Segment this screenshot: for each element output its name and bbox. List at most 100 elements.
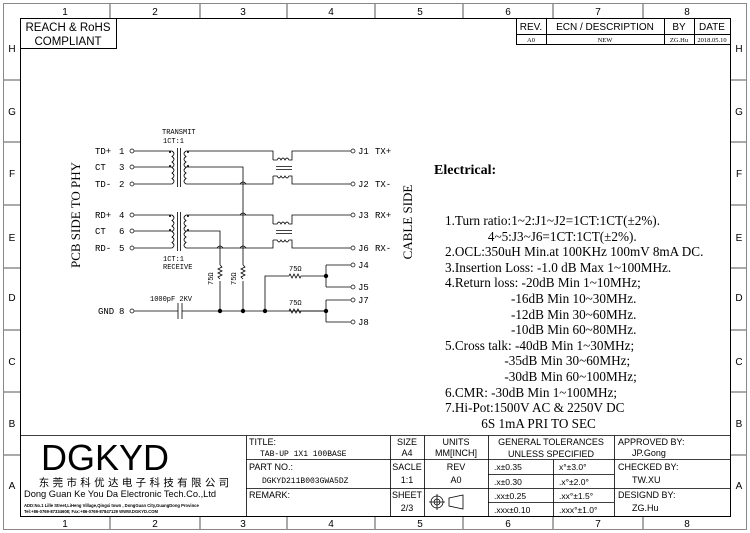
by-header: BY xyxy=(672,22,686,33)
compliance-line1: REACH & RoHS xyxy=(26,22,111,34)
grid-ticks xyxy=(4,4,746,529)
transmit-transformer xyxy=(171,148,187,187)
rev-value: A0 xyxy=(450,475,461,485)
row-label: C xyxy=(735,357,742,368)
pin-number: 3 xyxy=(119,163,124,173)
size-label: SIZE xyxy=(397,437,417,447)
pin-number: 6 xyxy=(119,227,124,237)
tolerance-angular: .xxx°±1.0° xyxy=(559,505,597,515)
pin-number: 5 xyxy=(119,244,124,254)
jack-signal: RX+ xyxy=(375,211,391,221)
by-value: ZG.Hu xyxy=(670,37,689,44)
jack-pin: J1 xyxy=(358,147,369,157)
jack-signal: TX- xyxy=(375,180,391,190)
company-name-cn: 东 莞 市 科 优 达 电 子 科 技 有 限 公 司 xyxy=(39,476,229,489)
electrical-spec-line: 4~5:J3~J6=1CT:1CT(±2%). xyxy=(445,228,637,244)
title-value: TAB-UP 1X1 100BASE xyxy=(260,450,347,459)
electrical-spec-line: 2.OCL:350uH Min.at 100KHz 100mV 8mA DC. xyxy=(445,244,704,260)
company-logo: DGKYD xyxy=(41,437,169,478)
units-label: UNITS xyxy=(443,437,470,447)
junction-dots xyxy=(169,151,329,314)
resistor-75-c xyxy=(288,273,302,279)
pin-name: RD+ xyxy=(95,211,111,221)
ecn-value: NEW xyxy=(598,37,614,44)
col-label: 7 xyxy=(595,7,601,18)
scale-value: 1:1 xyxy=(401,475,414,485)
row-label: H xyxy=(8,44,15,55)
approved-label: APPROVED BY: xyxy=(618,437,685,447)
pin-name: TD+ xyxy=(95,147,111,157)
electrical-spec-line: 4.Return loss: -20dB Min 1~10MHz; xyxy=(445,275,641,291)
jack-pin: J8 xyxy=(358,318,369,328)
jack-pin: J6 xyxy=(358,244,369,254)
pin-name: GND xyxy=(98,307,114,317)
transmit-label: TRANSMIT xyxy=(162,129,196,137)
jack-pin: J7 xyxy=(358,296,369,306)
col-label: 2 xyxy=(152,519,158,530)
designed-value: ZG.Hu xyxy=(632,503,659,513)
resistor-label: 75Ω xyxy=(231,272,239,285)
row-label: F xyxy=(736,169,742,180)
tolerance-angular: .xx°±1.5° xyxy=(559,491,593,501)
row-label: H xyxy=(735,44,742,55)
size-value: A4 xyxy=(401,448,412,458)
pin-name: CT xyxy=(95,163,106,173)
electrical-spec-line: -30dB Min 60~100MHz; xyxy=(445,368,637,384)
resistor-label: 75Ω xyxy=(289,300,302,308)
jack-signal: RX- xyxy=(375,244,391,254)
electrical-spec-line: -12dB Min 30~60MHz. xyxy=(445,306,637,322)
electrical-spec-line: 1.Turn ratio:1~2:J1~J2=1CT:1CT(±2%). xyxy=(445,212,660,228)
cable-side-label: CABLE SIDE xyxy=(400,185,415,260)
title-label: TITLE: xyxy=(249,437,276,447)
scale-label: SACLE xyxy=(392,462,422,472)
resistor-75-d xyxy=(288,308,312,314)
electrical-heading: Electrical: xyxy=(434,163,497,179)
resistor-75-b xyxy=(240,264,246,280)
electrical-spec-line: 5.Cross talk: -40dB Min 1~30MHz; xyxy=(445,337,635,353)
pin-number: 1 xyxy=(119,147,124,157)
electrical-spec-line: 6.CMR: -30dB Min 1~100MHz; xyxy=(445,384,617,400)
tolerance-label: GENERAL TOLERANCES xyxy=(498,437,604,447)
rev-header: REV. xyxy=(520,22,542,33)
units-value: MM[INCH] xyxy=(435,448,477,458)
receive-label: RECEIVE xyxy=(163,264,192,272)
col-label: 4 xyxy=(328,519,334,530)
col-label: 5 xyxy=(417,519,423,530)
electrical-spec-line: -16dB Min 10~30MHz. xyxy=(445,290,637,306)
col-label: 1 xyxy=(62,7,68,18)
pin-number: 8 xyxy=(119,307,124,317)
col-label: 6 xyxy=(505,519,511,530)
pin-name: RD- xyxy=(95,244,111,254)
electrical-spec-line: 6S 1mA PRI TO SEC xyxy=(445,415,596,431)
row-label: G xyxy=(735,107,743,118)
resistor-75-a xyxy=(217,264,223,280)
checked-value: TW.XU xyxy=(632,475,661,485)
tolerance-linear: .x±0.35 xyxy=(494,462,522,472)
date-value: 2018.05.10 xyxy=(697,37,726,44)
company-contact: Tel:+86-0769-87334608; Fax:+86-0769-8784… xyxy=(24,509,158,514)
receive-transformer xyxy=(171,212,187,251)
tolerance-linear: .xxx±0.10 xyxy=(494,505,531,515)
row-label: E xyxy=(736,233,743,244)
projection-symbol-icon xyxy=(429,494,464,510)
checked-label: CHECKED BY: xyxy=(618,462,679,472)
sheet-value: 2/3 xyxy=(401,503,414,513)
pin-number: 4 xyxy=(119,211,124,221)
jack-pin: J2 xyxy=(358,180,369,190)
revision-table xyxy=(516,18,730,45)
rx-choke xyxy=(273,214,351,249)
row-label: C xyxy=(8,357,15,368)
tolerance-linear: .x±0.30 xyxy=(494,477,522,487)
col-label: 4 xyxy=(328,7,334,18)
approved-value: JP.Gong xyxy=(632,448,666,458)
row-label: G xyxy=(8,107,16,118)
resistor-label: 75Ω xyxy=(208,272,216,285)
tx-choke xyxy=(273,150,351,185)
resistor-label: 75Ω xyxy=(289,266,302,274)
col-label: 8 xyxy=(684,519,690,530)
grid-labels: 1 2 3 4 5 6 7 8 1 2 3 4 5 6 7 8 H G F E … xyxy=(8,7,743,530)
row-label: D xyxy=(735,293,742,304)
electrical-spec-line: -10dB Min 60~80MHz. xyxy=(445,322,637,338)
pin-terminals xyxy=(129,148,356,325)
